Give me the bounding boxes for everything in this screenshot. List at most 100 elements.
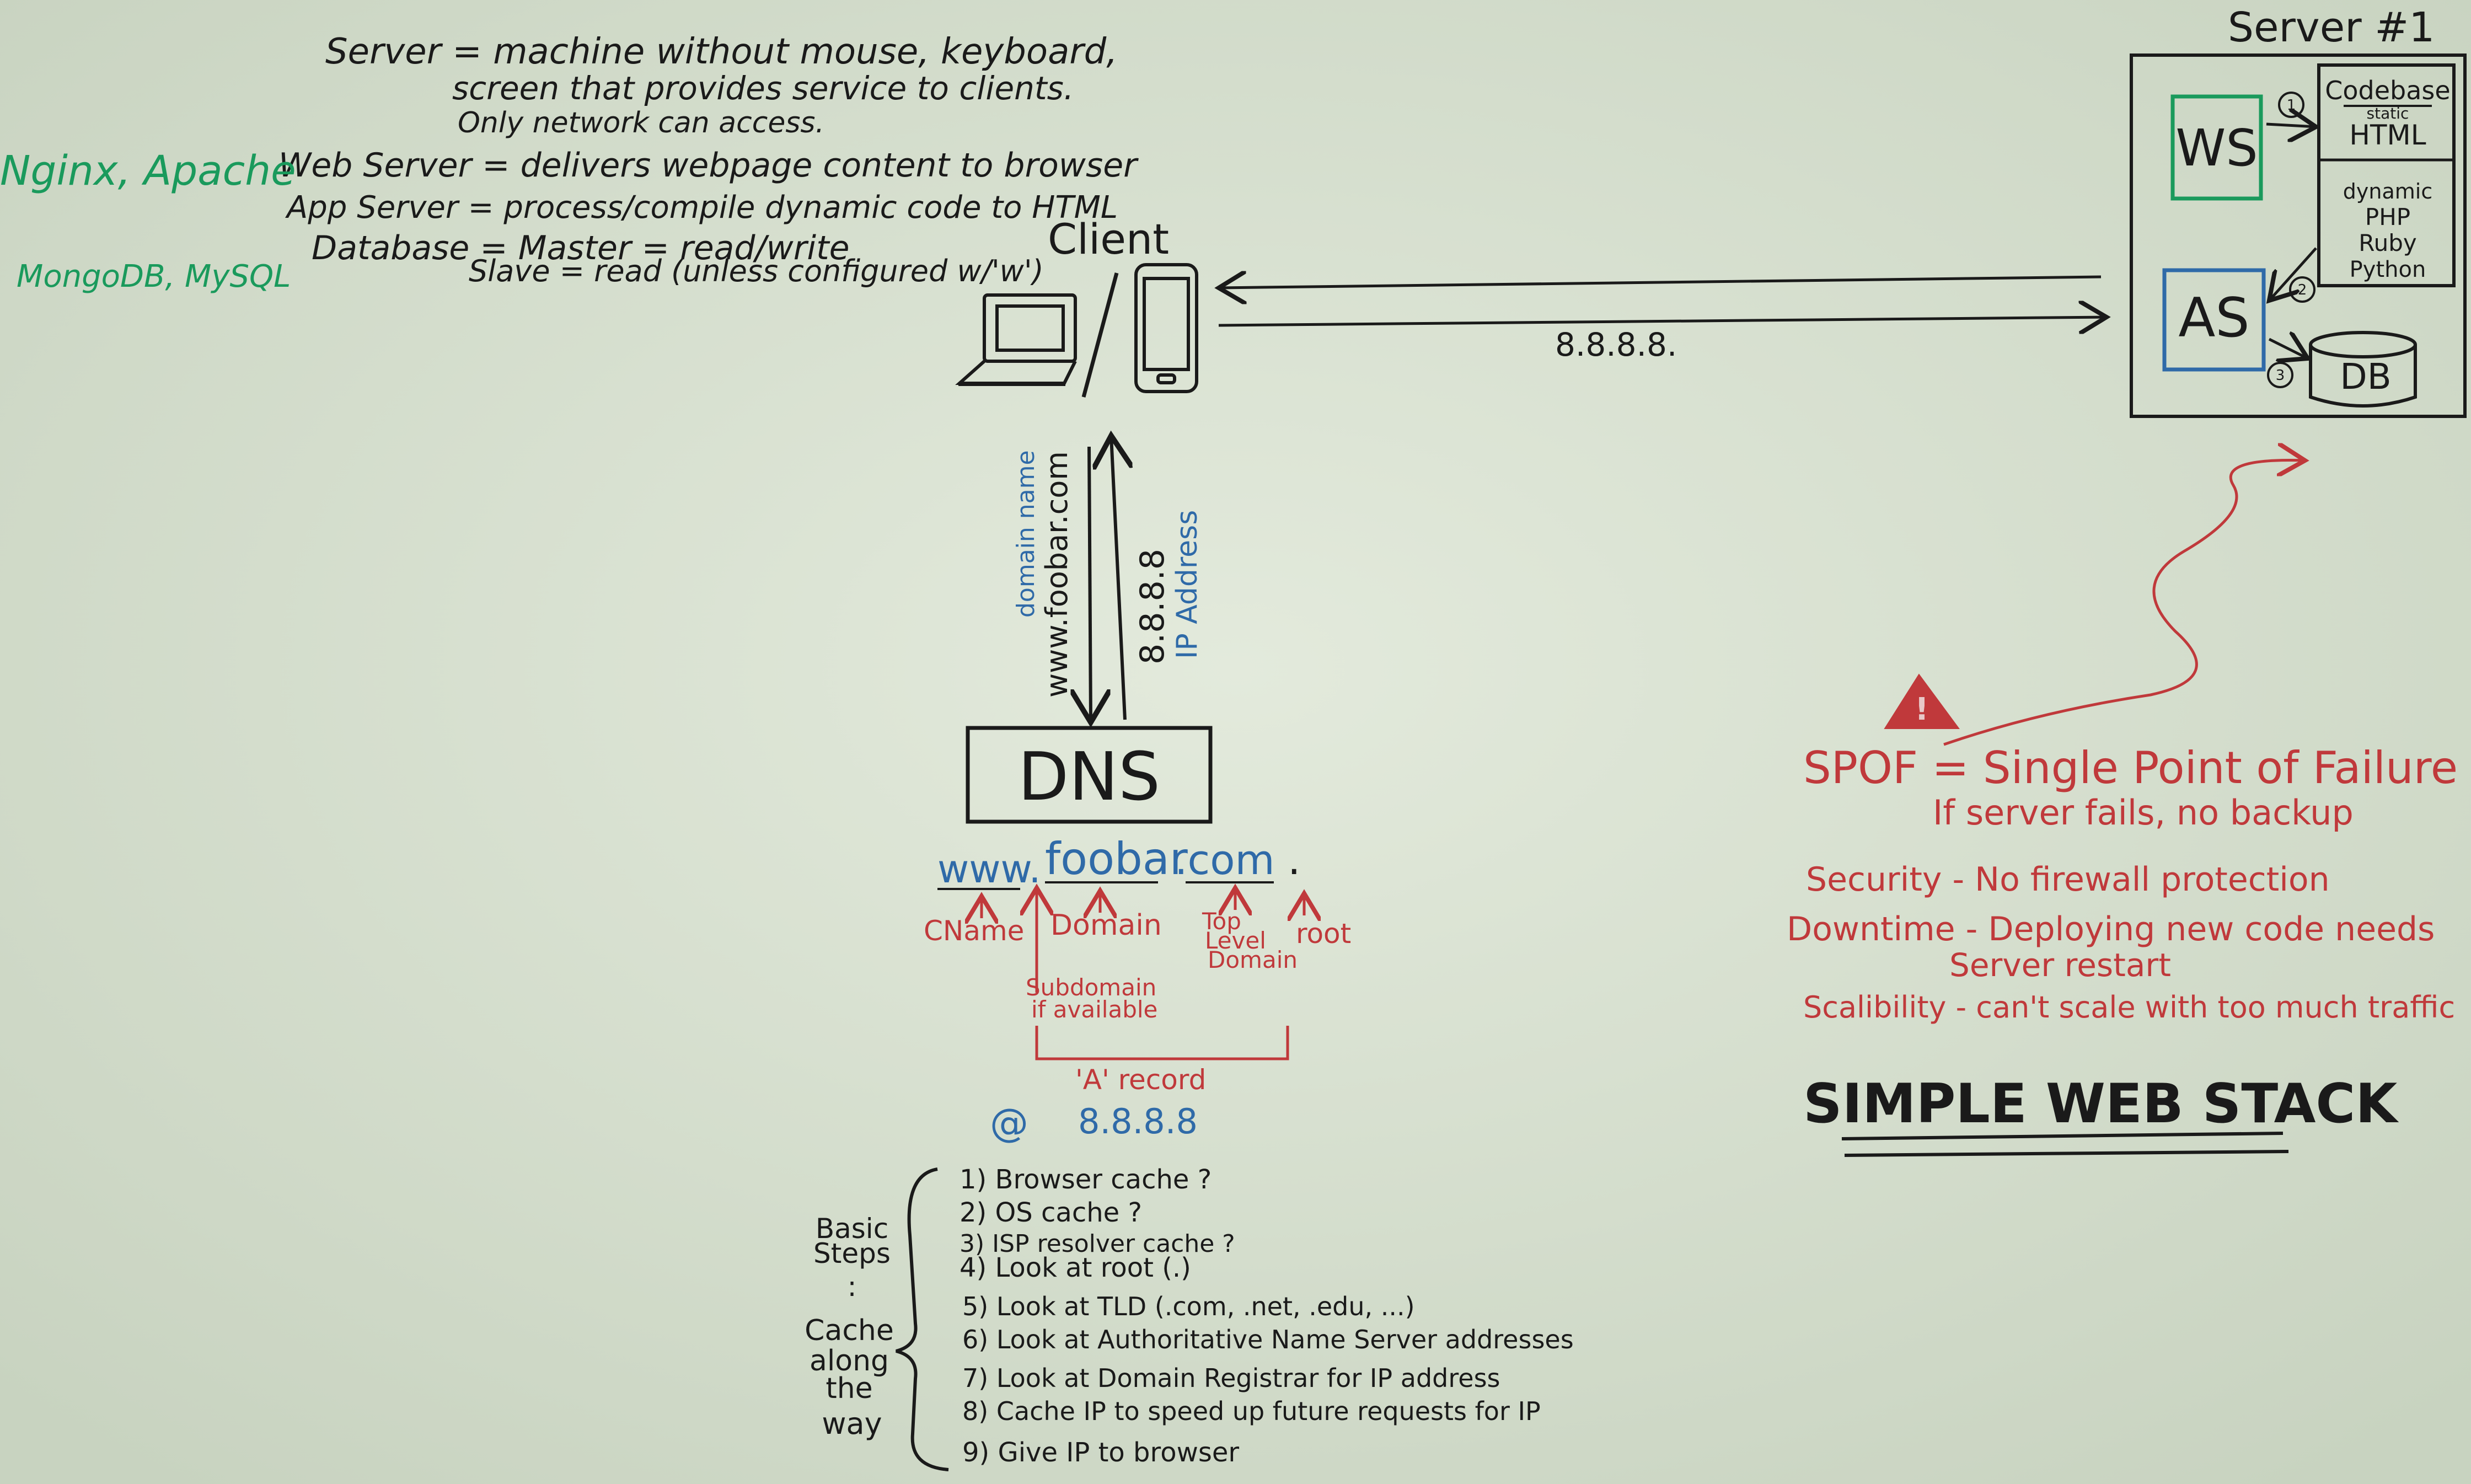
app-server-definition: App Server = process/compile dynamic cod…: [285, 190, 1118, 226]
codebase-label: Codebase: [2325, 76, 2450, 105]
web-server-definition: Web Server = delivers webpage content to…: [278, 146, 1139, 185]
steps-brace: [896, 1167, 949, 1471]
dynamic-label: dynamic: [2343, 179, 2432, 203]
spof-pointer-arrow: [1943, 460, 2305, 746]
spof-title: SPOF = Single Point of Failure: [1803, 742, 2458, 794]
step-3-circle: [2267, 362, 2293, 388]
step-item-7: 7) Look at Domain Registrar for IP addre…: [962, 1363, 1500, 1393]
step-3-label: 3: [2276, 367, 2285, 384]
step-item-4: 4) Look at root (.): [960, 1252, 1191, 1283]
ip-address-label: IP Address: [1171, 510, 1204, 659]
dns-box: [966, 726, 1213, 824]
server-title: Server #1: [2228, 4, 2435, 51]
domain-name-value: www.foobar.com: [1039, 451, 1074, 698]
phone-icon: [1134, 263, 1198, 393]
url-com: .com: [1175, 837, 1275, 884]
step-item-6: 6) Look at Authoritative Name Server add…: [962, 1325, 1574, 1354]
cname-label: CName: [924, 915, 1024, 947]
tld-label-line2: Level: [1205, 927, 1266, 954]
ip-address-value: 8.8.8.8: [1133, 549, 1172, 665]
steps-dots: :: [848, 1271, 857, 1303]
step-item-8: 8) Cache IP to speed up future requests …: [962, 1396, 1541, 1426]
as-to-db-arrow: [2268, 339, 2308, 358]
step-1-circle: [2278, 92, 2304, 118]
basic-steps: Basic Steps : Cache along the way 1) Bro…: [805, 1164, 1574, 1471]
request-arrow: [1218, 317, 2106, 325]
url-foobar: foobar: [1045, 833, 1188, 885]
step-item-1: 1) Browser cache ?: [960, 1164, 1212, 1195]
step-2-circle: [2289, 276, 2315, 303]
server-definition-line1: Server = machine without mouse, keyboard…: [325, 31, 1118, 72]
web-server-box: [2170, 94, 2263, 201]
dns-label: DNS: [1018, 739, 1160, 816]
domain-label: Domain: [1050, 909, 1162, 942]
python-label: Python: [2350, 257, 2426, 282]
downtime-note: Downtime - Deploying new code needs: [1787, 910, 2435, 949]
laptop-icon: [955, 293, 1077, 386]
warning-icon: [1884, 673, 1960, 729]
main-heading: SIMPLE WEB STACK: [1803, 1073, 2399, 1135]
web-server-examples: Nginx, Apache: [0, 147, 296, 195]
server-frame: [2130, 53, 2467, 418]
way-label: way: [822, 1406, 882, 1441]
a-record-bracket: [1035, 1026, 1289, 1060]
codebase-to-as-arrow: [2269, 247, 2317, 301]
downtime-note-2: Server restart: [1949, 946, 2171, 984]
the-label: the: [826, 1372, 872, 1405]
root-label: root: [1296, 918, 1351, 950]
domain-name-label: domain name: [1012, 450, 1040, 618]
heading-underline-1: [1841, 1132, 2284, 1140]
cache-label: Cache: [805, 1314, 894, 1347]
step-2-label: 2: [2298, 282, 2307, 298]
warning-icon-mark: !: [1915, 692, 1929, 727]
step-item-5: 5) Look at TLD (.com, .net, .edu, ...): [962, 1292, 1415, 1321]
html-label: HTML: [2349, 119, 2426, 151]
client-server-link: [1219, 277, 2106, 325]
static-label: static: [2367, 104, 2409, 122]
server-1: Server #1 WS AS Codebase static HTML dyn…: [2130, 4, 2467, 418]
client-group: Client: [955, 215, 1198, 398]
scalability-note: Scalibility - can't scale with too much …: [1803, 990, 2455, 1025]
query-arrow: [1089, 446, 1091, 722]
spof-subtitle: If server fails, no backup: [1933, 792, 2354, 833]
subdomain-note: if available: [1031, 996, 1157, 1023]
app-server-box: [2162, 268, 2266, 372]
heading-underline-2: [1844, 1150, 2289, 1157]
client-label: Client: [1048, 215, 1169, 264]
spof-section: ! SPOF = Single Point of Failure If serv…: [1787, 460, 2458, 1025]
definitions: Server = machine without mouse, keyboard…: [278, 31, 1139, 288]
url-www: www.: [937, 847, 1041, 892]
basic-label: Basic: [816, 1213, 888, 1245]
response-arrow: [1219, 277, 2102, 288]
tld-label-line3: Domain: [1208, 946, 1298, 973]
database-examples: MongoDB, MySQL: [17, 259, 291, 294]
database-label: DB: [2340, 357, 2391, 398]
along-label: along: [810, 1344, 889, 1378]
ws-to-codebase-arrow: [2266, 124, 2316, 127]
slave-definition: Slave = read (unless configured w/'w'): [469, 254, 1044, 288]
database-definition: Database = Master = read/write: [312, 229, 850, 267]
steps-label: Steps: [813, 1237, 891, 1269]
app-server-label: AS: [2178, 287, 2249, 350]
server-definition-line2: screen that provides service to clients.: [452, 69, 1074, 107]
a-record-label: 'A' record: [1075, 1064, 1206, 1096]
ruby-label: Ruby: [2359, 229, 2416, 256]
a-record-at: @: [990, 1100, 1028, 1145]
web-server-label: WS: [2175, 119, 2258, 178]
security-note: Security - No firewall protection: [1806, 860, 2330, 899]
tld-label-line1: Top: [1202, 908, 1241, 935]
a-record-value: 8.8.8.8: [1078, 1101, 1198, 1142]
side-notes: Nginx, Apache MongoDB, MySQL: [0, 147, 296, 294]
php-label: PHP: [2365, 203, 2410, 231]
dns-lookup-arrows: [1089, 436, 1125, 722]
server-definition-line3: Only network can access.: [458, 106, 824, 140]
subdomain-label: Subdomain: [1026, 974, 1156, 1001]
step-item-2: 2) OS cache ?: [960, 1197, 1142, 1228]
device-separator: [1081, 272, 1119, 398]
step-1-label: 1: [2287, 97, 2296, 114]
client-ip-label: 8.8.8.8.: [1555, 326, 1677, 363]
url-root-dot: .: [1288, 837, 1301, 884]
codebase-box: Codebase static HTML dynamic PHP Ruby Py…: [2317, 63, 2456, 287]
